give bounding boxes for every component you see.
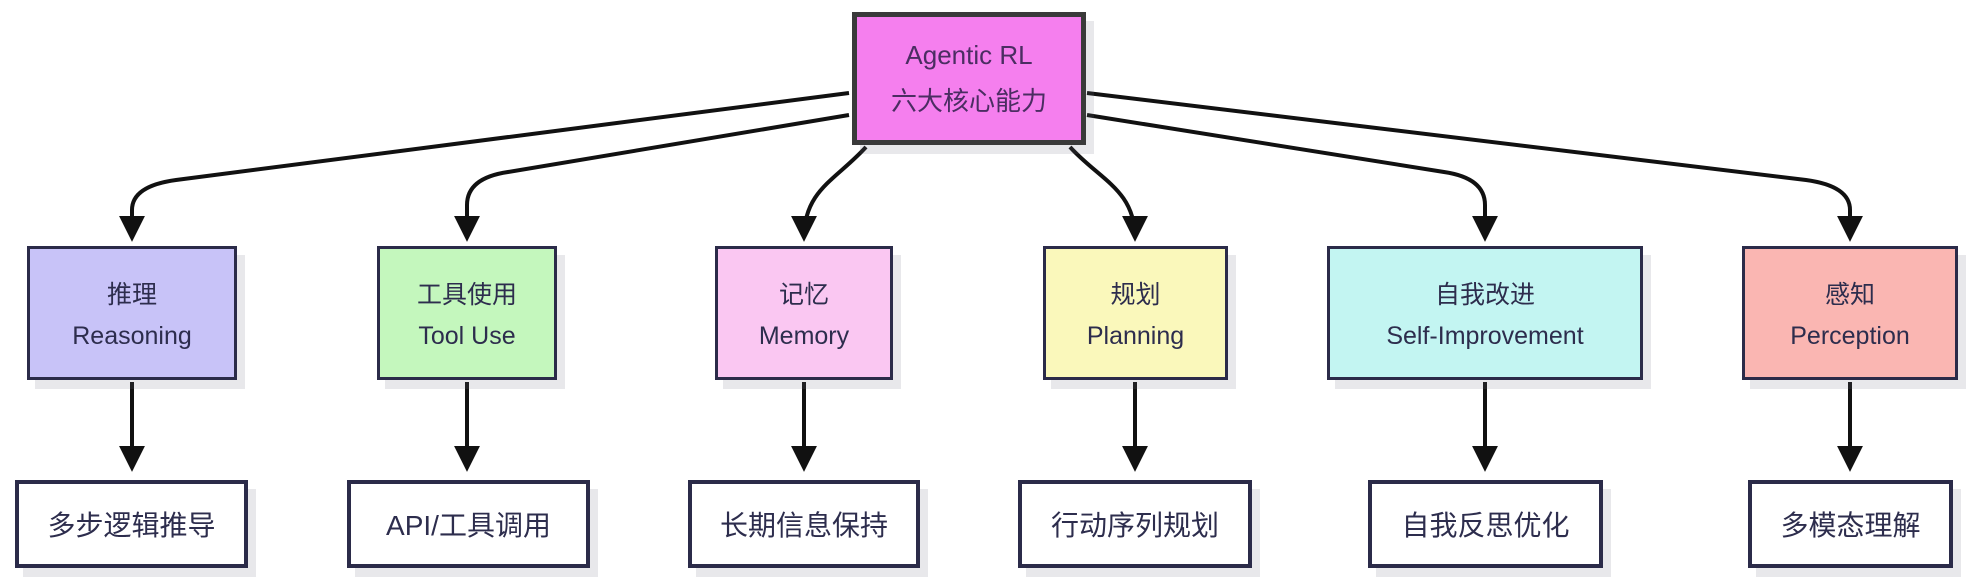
detail-label: 长期信息保持 [719, 510, 888, 541]
connector-root-to-perception [1086, 91, 1863, 242]
capability-label-zh: 规划 [1110, 281, 1161, 309]
detail-node-memory: 长期信息保持 [688, 480, 920, 568]
capability-node-tool-use: 工具使用 Tool Use [377, 246, 557, 380]
capability-node-planning: 规划 Planning [1043, 246, 1228, 380]
detail-node-tool-use: API/工具调用 [347, 480, 590, 568]
connector-root-to-tool-use [454, 113, 850, 242]
capability-label-zh: 感知 [1824, 281, 1875, 309]
connector-root-to-memory [791, 145, 868, 242]
capability-node-reasoning: 推理 Reasoning [27, 246, 237, 380]
capability-label-en: Self-Improvement [1386, 322, 1584, 350]
connector-root-to-reasoning [119, 91, 850, 242]
detail-label: 多步逻辑推导 [47, 510, 216, 541]
capability-label-zh: 工具使用 [416, 281, 517, 309]
capability-node-perception: 感知 Perception [1742, 246, 1958, 380]
capability-label-zh: 推理 [106, 281, 157, 309]
root-title-line2: 六大核心能力 [890, 85, 1047, 116]
detail-label: 自我反思优化 [1401, 510, 1570, 541]
detail-label: 行动序列规划 [1050, 510, 1219, 541]
capability-label-en: Memory [758, 322, 850, 350]
connector-root-to-self-improvement [1086, 113, 1498, 242]
capability-label-zh: 自我改进 [1434, 281, 1535, 309]
capability-label-en: Reasoning [72, 322, 192, 350]
root-node-agentic-rl: Agentic RL 六大核心能力 [852, 12, 1086, 145]
capability-label-en: Planning [1086, 322, 1185, 350]
detail-node-planning: 行动序列规划 [1018, 480, 1252, 568]
detail-node-perception: 多模态理解 [1748, 480, 1953, 568]
capability-node-self-improvement: 自我改进 Self-Improvement [1327, 246, 1643, 380]
detail-node-reasoning: 多步逻辑推导 [15, 480, 248, 568]
detail-label: 多模态理解 [1780, 510, 1921, 541]
detail-node-self-improvement: 自我反思优化 [1368, 480, 1603, 568]
capability-label-en: Tool Use [418, 322, 516, 350]
capability-node-memory: 记忆 Memory [715, 246, 893, 380]
connector-root-to-planning [1068, 145, 1148, 242]
capability-label-zh: 记忆 [778, 281, 829, 309]
detail-label: API/工具调用 [386, 510, 551, 541]
capability-label-en: Perception [1790, 322, 1910, 350]
root-title-line1: Agentic RL [905, 39, 1033, 70]
